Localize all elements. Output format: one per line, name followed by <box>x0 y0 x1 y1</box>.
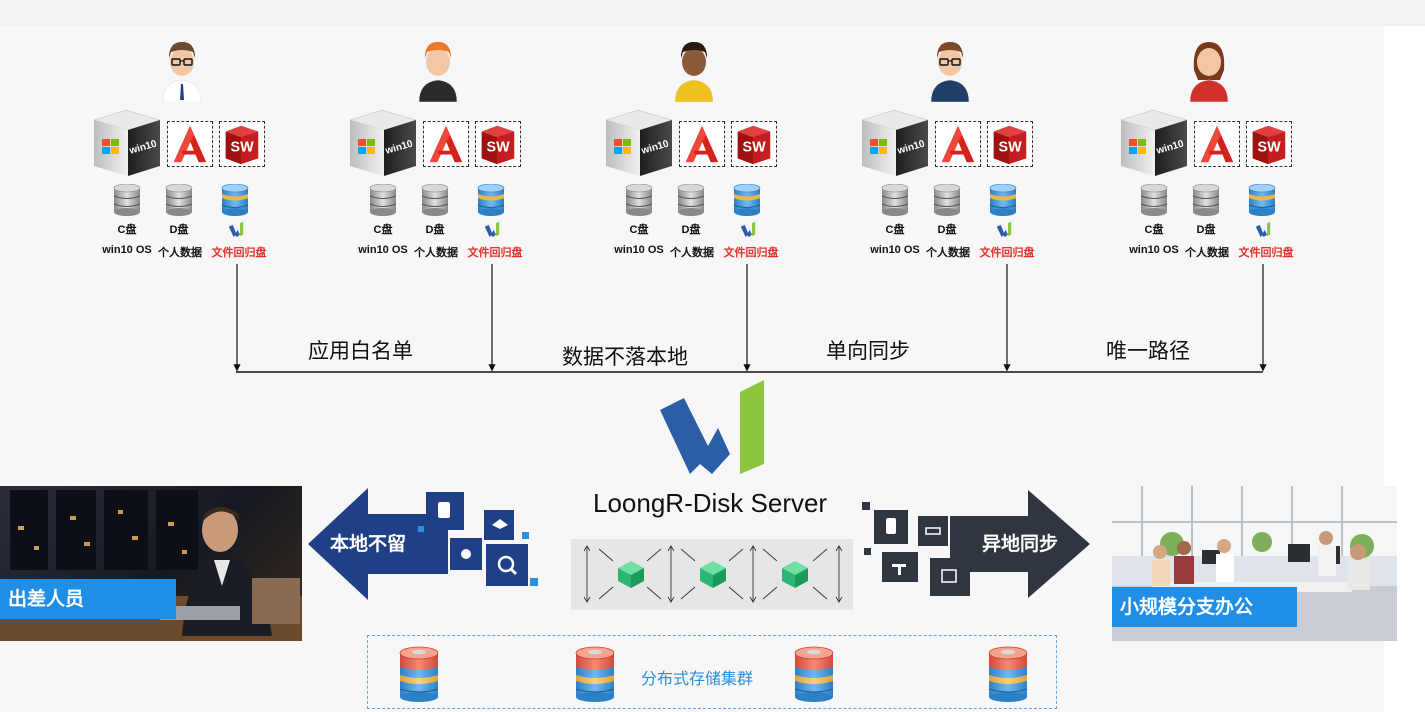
c-drive-label: C盘 <box>885 224 905 236</box>
return-disk-label: 文件回归盘 <box>979 247 1035 259</box>
os-label: win10 OS <box>102 244 152 256</box>
user-avatar-icon <box>927 40 973 103</box>
user-avatar-icon <box>1186 40 1232 103</box>
solidworks-icon: SW <box>475 121 521 167</box>
svg-text:SW: SW <box>487 140 511 156</box>
cluster-label: 分布式存储集群 <box>641 671 754 688</box>
d-drive-label: D盘 <box>937 224 957 236</box>
traveler-photo: 出差人员 <box>0 486 302 641</box>
win10-box-icon: win10 <box>1120 109 1188 177</box>
workstation-5: win10 SW C盘 D盘 win10 OS 个人数据 文件回归盘 <box>1117 38 1307 268</box>
os-label: win10 OS <box>614 244 664 256</box>
return-disk-label: 文件回归盘 <box>467 247 523 259</box>
green-node-icon <box>618 561 644 588</box>
policy-label-3: 单向同步 <box>826 340 910 363</box>
solidworks-icon: SW <box>219 121 265 167</box>
os-label: win10 OS <box>870 244 920 256</box>
solidworks-icon: SW <box>1246 121 1292 167</box>
win10-box-icon: win10 <box>605 109 673 177</box>
loongr-logo-icon <box>660 380 764 474</box>
user-avatar-icon <box>159 40 205 103</box>
c-drive-label: C盘 <box>373 224 393 236</box>
node-group-1 <box>583 545 843 603</box>
autocad-icon <box>1194 121 1240 167</box>
win10-box-icon: win10 <box>861 109 929 177</box>
branch-office-label: 小规模分支办公 <box>1112 587 1297 627</box>
right-arrow-label: 异地同步 <box>982 532 1058 555</box>
storage-disk-icon <box>794 646 834 703</box>
d-drive-label: D盘 <box>169 224 189 236</box>
d-drive-label: D盘 <box>681 224 701 236</box>
storage-disk-icon <box>988 646 1028 703</box>
svg-text:SW: SW <box>743 140 767 156</box>
green-node-icon <box>782 561 808 588</box>
workstation-3: win10 SW C盘 D盘 win10 OS 个人数据 文件回归盘 <box>602 38 792 268</box>
remote-sync-arrow: 异地同步 <box>862 490 1090 598</box>
c-drive-label: C盘 <box>1144 224 1164 236</box>
d-drive-label: D盘 <box>1196 224 1216 236</box>
solidworks-icon: SW <box>731 121 777 167</box>
workstation-4: win10 SW C盘 D盘 win10 OS 个人数据 文件回归盘 <box>858 38 1048 268</box>
c-drive-label: C盘 <box>117 224 137 236</box>
personal-data-label: 个人数据 <box>670 247 714 259</box>
d-drive-label: D盘 <box>425 224 445 236</box>
left-arrow-label: 本地不留 <box>330 532 406 555</box>
personal-data-label: 个人数据 <box>1185 247 1229 259</box>
local-no-retain-arrow: 本地不留 <box>308 488 538 600</box>
autocad-icon <box>679 121 725 167</box>
top-bar <box>0 0 1425 26</box>
traveler-label: 出差人员 <box>0 579 176 619</box>
personal-data-label: 个人数据 <box>414 247 458 259</box>
svg-text:SW: SW <box>231 140 255 156</box>
server-node-panel <box>571 539 853 610</box>
autocad-icon <box>423 121 469 167</box>
green-node-icon <box>700 561 726 588</box>
storage-disk-icon <box>575 646 615 703</box>
autocad-icon <box>935 121 981 167</box>
storage-cluster-box <box>367 635 1057 709</box>
return-disk-label: 文件回归盘 <box>1238 247 1294 259</box>
win10-box-icon: win10 <box>93 109 161 177</box>
policy-label-1: 应用白名单 <box>308 340 413 363</box>
personal-data-label: 个人数据 <box>926 247 970 259</box>
policy-label-2: 数据不落本地 <box>562 346 688 369</box>
svg-text:SW: SW <box>999 140 1023 156</box>
os-label: win10 OS <box>358 244 408 256</box>
return-disk-label: 文件回归盘 <box>211 247 267 259</box>
personal-data-label: 个人数据 <box>158 247 202 259</box>
workstation-1: win10 SW C盘 D盘 win10 OS 个人数据 文件回归盘 <box>90 38 280 268</box>
autocad-icon <box>167 121 213 167</box>
return-disk-label: 文件回归盘 <box>723 247 779 259</box>
os-label: win10 OS <box>1129 244 1179 256</box>
server-name: LoongR-Disk Server <box>593 488 828 518</box>
user-avatar-icon <box>671 40 717 103</box>
svg-text:SW: SW <box>1258 140 1282 156</box>
win10-box-icon: win10 <box>349 109 417 177</box>
user-avatar-icon <box>415 40 461 103</box>
branch-office-photo: 小规模分支办公 <box>1112 486 1397 641</box>
solidworks-icon: SW <box>987 121 1033 167</box>
c-drive-label: C盘 <box>629 224 649 236</box>
policy-label-4: 唯一路径 <box>1106 340 1190 363</box>
workstation-2: win10 SW C盘 D盘 win10 OS 个人数据 文件回归盘 <box>346 38 536 268</box>
storage-disk-icon <box>399 646 439 703</box>
